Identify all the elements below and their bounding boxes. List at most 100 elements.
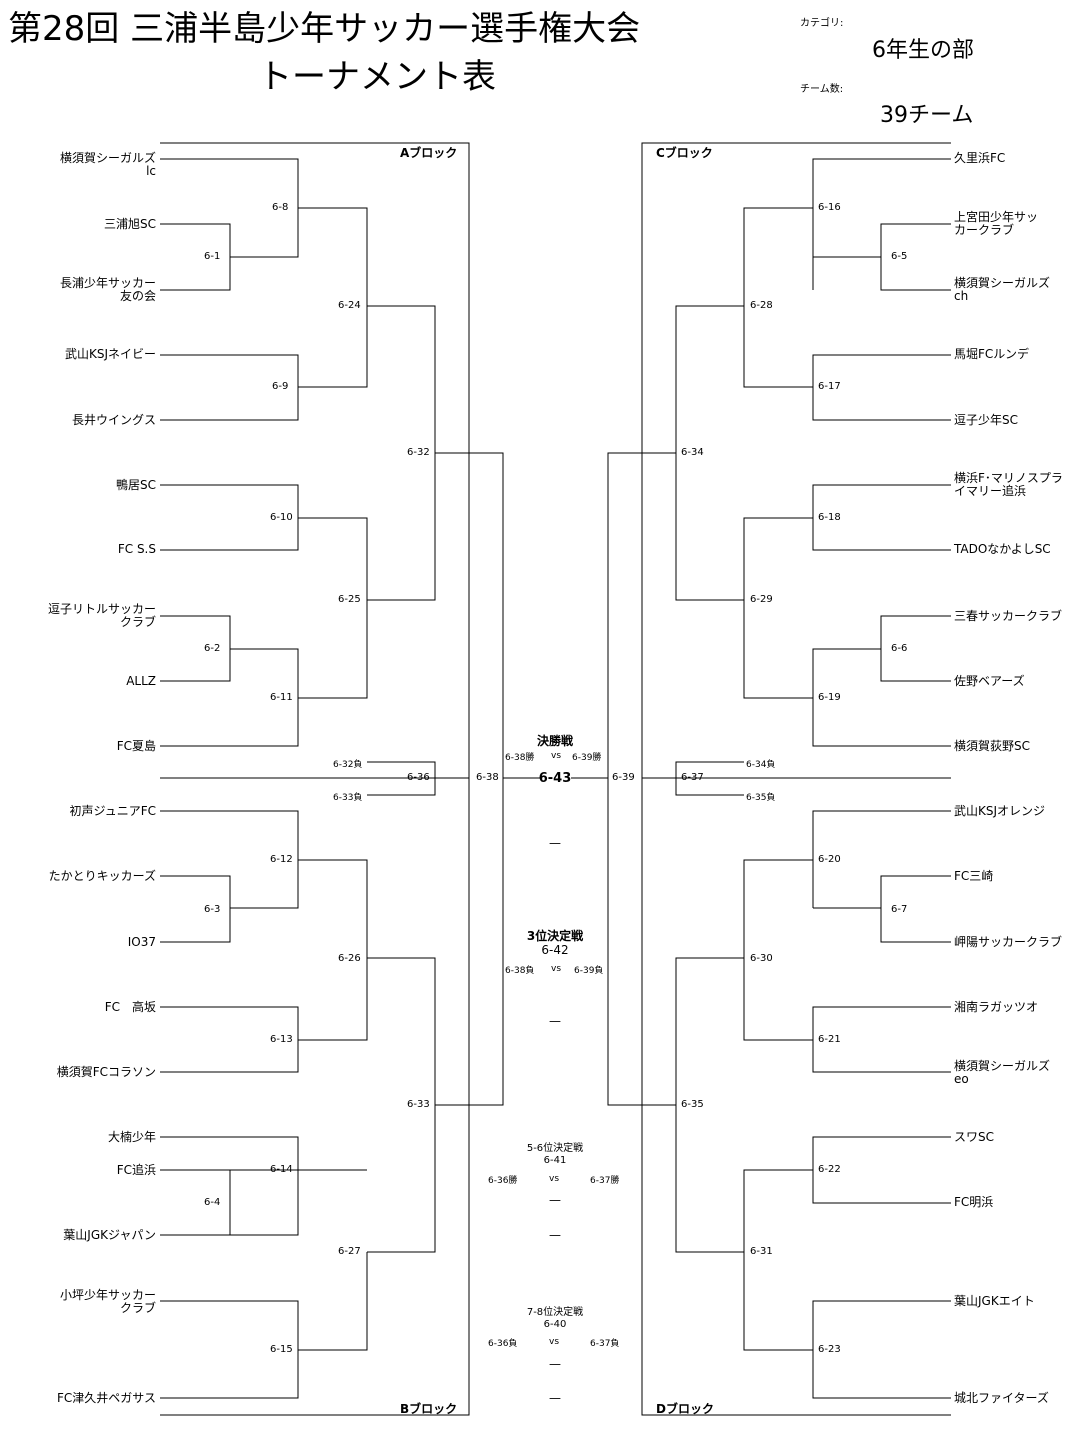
match-code: 6-38 [476, 772, 499, 783]
match-code: 6-13 [270, 1034, 293, 1045]
team-name: IO37 [127, 935, 156, 949]
fifth-right: 6-37勝 [590, 1176, 620, 1186]
team-name: 逗子少年SC [954, 413, 1018, 427]
final-title: 決勝戦 [536, 734, 573, 748]
fifth-vs: vs [549, 1174, 560, 1184]
match-code: 6-4 [204, 1197, 221, 1208]
category-label: カテゴリ: [800, 18, 844, 29]
match-code: 6-32 [407, 447, 430, 458]
fifth-title: 5-6位決定戦 [526, 1143, 584, 1154]
team-name: 大楠少年 [107, 1130, 156, 1144]
team-name: 葉山JGKエイト [954, 1294, 1035, 1308]
match-code: 6-33 [407, 1099, 430, 1110]
seventh-vs: vs [549, 1337, 560, 1347]
team-name: 横須賀シーガルズ eo [954, 1059, 1051, 1086]
team-name: 上宮田少年サッ カークラブ [954, 210, 1039, 237]
team-name: 三浦旭SC [104, 217, 156, 231]
loser-label: 6-32負 [333, 760, 363, 770]
match-code: 6-31 [750, 1246, 773, 1257]
final-left: 6-38勝 [505, 753, 535, 763]
match-code: 6-6 [891, 643, 908, 654]
seventh-dash: — [549, 1391, 561, 1405]
team-name: 久里浜FC [954, 151, 1006, 165]
third-title: 3位決定戦 [526, 929, 584, 943]
team-name: 横須賀シーガルズ ch [954, 276, 1051, 303]
team-name: 三春サッカークラブ [954, 609, 1063, 623]
match-code: 6-18 [818, 512, 841, 523]
team-name: 小坪少年サッカー クラブ [59, 1288, 156, 1315]
match-code: 6-22 [818, 1164, 841, 1175]
match-code: 6-28 [750, 300, 773, 311]
match-code: 6-25 [338, 594, 361, 605]
match-code: 6-9 [272, 381, 289, 392]
team-name: FC追浜 [116, 1163, 156, 1177]
team-name: FC 高坂 [104, 1000, 156, 1014]
final-vs: vs [551, 751, 562, 761]
match-code: 6-26 [338, 953, 361, 964]
third-right: 6-39負 [574, 966, 604, 976]
team-name: 鴨居SC [116, 478, 156, 492]
teams-value: 39チーム [880, 103, 974, 128]
match-code: 6-12 [270, 854, 293, 865]
team-name: 岬陽サッカークラブ [954, 935, 1063, 949]
block-b-label: Bブロック [400, 1402, 458, 1416]
match-code: 6-29 [750, 594, 773, 605]
team-name: FC津久井ペガサス [56, 1391, 156, 1405]
match-code: 6-27 [338, 1246, 361, 1257]
match-code: 6-3 [204, 904, 221, 915]
team-name: 長浦少年サッカー 友の会 [59, 276, 156, 303]
block-d-label: Dブロック [656, 1402, 714, 1416]
team-name: スワSC [954, 1130, 994, 1144]
fifth-dash: — [549, 1228, 561, 1242]
third-code: 6-42 [541, 943, 569, 957]
loser-label: 6-33負 [333, 793, 363, 803]
team-name: 逗子リトルサッカー クラブ [47, 602, 156, 629]
match-code: 6-5 [891, 251, 908, 262]
block-a-label: Aブロック [400, 146, 458, 160]
match-code: 6-14 [270, 1164, 293, 1175]
team-name: たかとりキッカーズ [48, 869, 156, 883]
team-name: 横浜F･マリノスプラ イマリー追浜 [954, 471, 1063, 498]
match-code: 6-10 [270, 512, 293, 523]
match-code: 6-19 [818, 692, 841, 703]
team-name: 横須賀荻野SC [954, 739, 1030, 753]
team-name: 湘南ラガッツオ [954, 1000, 1039, 1014]
match-code: 6-1 [204, 251, 221, 262]
team-name: 城北ファイターズ [954, 1391, 1049, 1405]
seventh-title: 7-8位決定戦 [526, 1307, 584, 1318]
seventh-left: 6-36負 [488, 1339, 518, 1349]
match-code: 6-36 [407, 772, 430, 783]
page-subtitle: トーナメント表 [258, 57, 496, 97]
match-code: 6-34 [681, 447, 704, 458]
final-code: 6-43 [538, 771, 572, 786]
final-right: 6-39勝 [572, 753, 602, 763]
team-name: 馬堀FCルンデ [954, 347, 1030, 361]
fifth-code: 6-41 [543, 1155, 567, 1166]
match-code: 6-24 [338, 300, 361, 311]
match-code: 6-8 [272, 202, 289, 213]
team-name: 初声ジュニアFC [69, 804, 156, 818]
match-code: 6-20 [818, 854, 841, 865]
match-code: 6-7 [891, 904, 908, 915]
seventh-dash: — [549, 1357, 561, 1371]
team-name: 武山KSJネイビー [64, 347, 156, 361]
teams-label: チーム数: [800, 84, 844, 95]
team-name: FC明浜 [954, 1195, 994, 1209]
team-name: TADOなかよしSC [954, 542, 1051, 556]
team-name: ALLZ [126, 674, 156, 688]
team-name: 横須賀シーガルズ lc [59, 151, 156, 178]
match-code: 6-17 [818, 381, 841, 392]
team-name: FC三崎 [954, 869, 994, 883]
category-value: 6年生の部 [872, 38, 974, 63]
team-name: 武山KSJオレンジ [954, 804, 1046, 818]
match-code: 6-2 [204, 643, 221, 654]
page-title: 第28回 三浦半島少年サッカー選手権大会 [8, 9, 641, 49]
match-code: 6-39 [612, 772, 635, 783]
team-name: FC S.S [117, 542, 156, 556]
loser-label: 6-35負 [746, 793, 776, 803]
fifth-dash: — [549, 1193, 561, 1207]
team-name: 佐野ベアーズ [954, 674, 1025, 688]
third-left: 6-38負 [505, 966, 535, 976]
third-vs: vs [551, 964, 562, 974]
